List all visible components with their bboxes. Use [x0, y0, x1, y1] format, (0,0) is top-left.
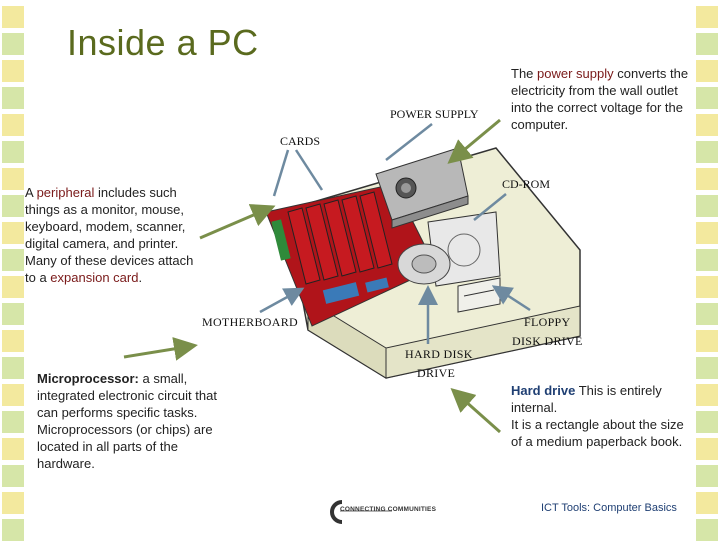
decor-square	[2, 303, 24, 325]
left-decor-stripe	[0, 0, 26, 541]
decor-square	[696, 249, 718, 271]
decor-square	[696, 222, 718, 244]
label-motherboard: MOTHERBOARD	[202, 315, 298, 329]
decor-square	[696, 438, 718, 460]
decor-square	[696, 141, 718, 163]
decor-square	[2, 411, 24, 433]
decor-square	[696, 384, 718, 406]
logo-wordmark: CONNECTING COMMUNITIES	[340, 506, 437, 513]
arrow-motherboard	[259, 287, 305, 314]
arrow-hard-drive-text	[450, 388, 501, 434]
decor-square	[2, 195, 24, 217]
label-floppy: FLOPPY	[524, 315, 571, 329]
hard-drive-description: Hard drive This is entirely internal. It…	[511, 383, 684, 449]
decor-square	[696, 87, 718, 109]
decor-square	[696, 33, 718, 55]
label-cdrom: CD-ROM	[502, 177, 550, 191]
label-power-supply: POWER SUPPLY	[390, 107, 479, 121]
hard-disk-drive	[397, 243, 451, 285]
label-hard-disk-drive: DRIVE	[417, 366, 456, 380]
decor-square	[696, 357, 718, 379]
hard-drive-term: Hard drive	[511, 383, 576, 398]
decor-square	[696, 303, 718, 325]
power-supply-description: The power supply converts the electricit…	[511, 66, 689, 132]
decor-square	[2, 276, 24, 298]
decor-square	[696, 519, 718, 541]
label-hard-disk: HARD DISK	[405, 347, 473, 361]
decor-square	[2, 33, 24, 55]
decor-square	[2, 492, 24, 514]
expansion-cards	[271, 191, 393, 304]
decor-square	[696, 195, 718, 217]
decor-square	[2, 249, 24, 271]
arrow-cdrom	[473, 193, 507, 221]
decor-square	[696, 114, 718, 136]
decor-square	[2, 465, 24, 487]
decor-square	[2, 357, 24, 379]
arrow-floppy	[491, 285, 531, 312]
arrow-power-supply	[385, 123, 433, 161]
right-decor-stripe	[694, 0, 720, 541]
decor-square	[2, 87, 24, 109]
label-disk-drive: DISK DRIVE	[512, 334, 583, 348]
expansion-card-term: expansion card	[50, 270, 139, 285]
decor-square	[696, 411, 718, 433]
decor-square	[696, 60, 718, 82]
microprocessor-term: Microprocessor:	[37, 371, 139, 386]
arrow-cards-left	[272, 149, 290, 197]
footer-caption: ICT Tools: Computer Basics	[541, 502, 677, 514]
decor-square	[2, 330, 24, 352]
decor-square	[2, 114, 24, 136]
arrow-cards-right	[294, 149, 324, 191]
decor-square	[2, 222, 24, 244]
power-supply	[375, 147, 469, 229]
decor-square	[2, 384, 24, 406]
label-cards: CARDS	[280, 134, 320, 148]
decor-square	[2, 6, 24, 28]
pc-internals-diagram: POWER SUPPLY CARDS CD-ROM	[265, 107, 581, 379]
decor-square	[696, 465, 718, 487]
decor-square	[696, 168, 718, 190]
decor-square	[2, 519, 24, 541]
arrow-microprocessor	[123, 337, 198, 361]
slide-title: Inside a PC	[67, 22, 259, 63]
connecting-communities-logo	[330, 500, 392, 524]
peripheral-term: peripheral	[36, 185, 95, 200]
peripheral-description: A peripheral includes such things as a m…	[25, 185, 194, 285]
power-supply-term: power supply	[537, 66, 614, 81]
decor-square	[696, 492, 718, 514]
microprocessor-description: Microprocessor: a small, integrated elec…	[37, 371, 217, 471]
arrow-peripheral	[199, 204, 276, 240]
decor-square	[696, 330, 718, 352]
decor-square	[2, 168, 24, 190]
decor-square	[2, 438, 24, 460]
decor-square	[696, 276, 718, 298]
decor-square	[2, 60, 24, 82]
arrow-power-text	[447, 118, 501, 164]
decor-square	[2, 141, 24, 163]
decor-square	[696, 6, 718, 28]
